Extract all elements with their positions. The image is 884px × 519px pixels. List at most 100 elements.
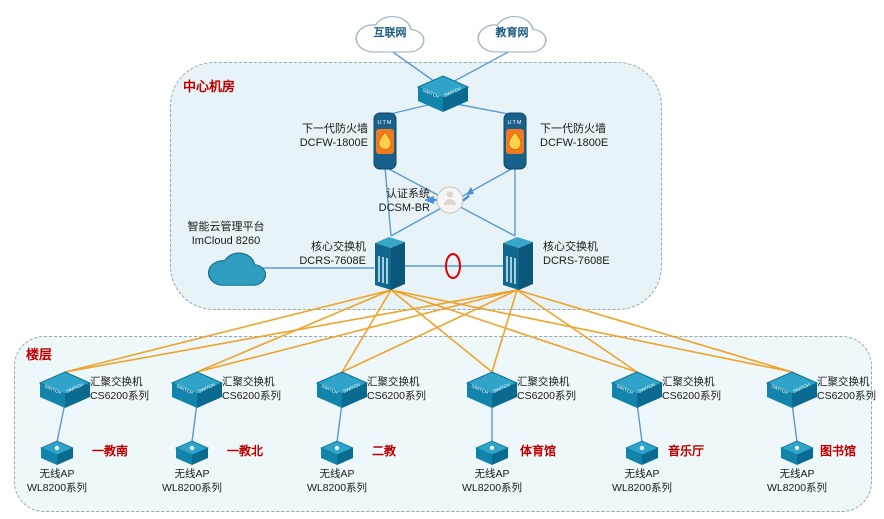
agg-name: 汇聚交换机 bbox=[90, 376, 143, 388]
utm-text: UTM bbox=[508, 120, 523, 126]
agg-switch-label: 汇聚交换机 CS6200系列 bbox=[367, 376, 433, 403]
firewall-left-model: DCFW-1800E bbox=[299, 137, 368, 150]
firewall-left-icon: UTM bbox=[370, 112, 400, 170]
border-switch-icon: SWITCH SWITCH bbox=[416, 74, 470, 114]
floor-title: 楼层 bbox=[26, 347, 53, 362]
ap-icon bbox=[320, 440, 354, 466]
floor-zone bbox=[14, 336, 872, 512]
agg-switch-label: 汇聚交换机 CS6200系列 bbox=[817, 376, 883, 403]
location-label: 图书馆 bbox=[820, 444, 857, 458]
ap-icon bbox=[780, 440, 814, 466]
ap-label: 无线AP WL8200系列 bbox=[297, 468, 377, 495]
ap-name: 无线AP bbox=[174, 468, 210, 480]
core-right-name: 核心交换机 bbox=[543, 241, 598, 253]
ap-icon bbox=[625, 440, 659, 466]
switch-text: SWITCH bbox=[342, 382, 360, 394]
agg-model: CS6200系列 bbox=[90, 389, 149, 402]
core-switch-right-label: 核心交换机 DCRS-7608E bbox=[543, 240, 633, 269]
ap-icon bbox=[40, 440, 74, 466]
agg-name: 汇聚交换机 bbox=[817, 376, 870, 388]
switch-text: SWITCH bbox=[471, 383, 489, 395]
switch-text: SWITCH bbox=[197, 382, 215, 394]
auth-system-model: DCSM-BR bbox=[378, 202, 430, 215]
switch-text: SWITCH bbox=[321, 383, 339, 395]
education-cloud-icon bbox=[474, 11, 550, 55]
firewall-right-icon: UTM bbox=[500, 112, 530, 170]
ap-name: 无线AP bbox=[624, 468, 660, 480]
flame-icon bbox=[378, 131, 392, 150]
firewall-right-label: 下一代防火墙 DCFW-1800E bbox=[540, 122, 630, 151]
cloud-mgmt-label: 智能云管理平台 ImCloud 8260 bbox=[163, 220, 289, 249]
agg-model: CS6200系列 bbox=[222, 389, 281, 402]
ap-name: 无线AP bbox=[39, 468, 75, 480]
auth-system-name: 认证系统 bbox=[386, 188, 430, 200]
ap-model: WL8200系列 bbox=[461, 481, 523, 494]
agg-switch-label: 汇聚交换机 CS6200系列 bbox=[662, 376, 728, 403]
firewall-left-name: 下一代防火墙 bbox=[302, 123, 368, 135]
switch-text: SWITCH bbox=[616, 383, 634, 395]
switch-text: SWITCH bbox=[771, 383, 789, 395]
agg-name: 汇聚交换机 bbox=[517, 376, 570, 388]
firewall-right-name: 下一代防火墙 bbox=[540, 123, 606, 135]
agg-switch-label: 汇聚交换机 CS6200系列 bbox=[90, 376, 156, 403]
ap-label: 无线AP WL8200系列 bbox=[757, 468, 837, 495]
ap-model: WL8200系列 bbox=[766, 481, 828, 494]
agg-model: CS6200系列 bbox=[517, 389, 576, 402]
core-right-model: DCRS-7608E bbox=[543, 255, 610, 268]
switch-text: SWITCH bbox=[176, 383, 194, 395]
flame-icon bbox=[508, 131, 522, 150]
core-switch-left-label: 核心交换机 DCRS-7608E bbox=[278, 240, 366, 269]
ap-model: WL8200系列 bbox=[611, 481, 673, 494]
cloud-mgmt-name: 智能云管理平台 bbox=[187, 221, 265, 233]
internet-cloud-icon bbox=[352, 11, 428, 55]
agg-model: CS6200系列 bbox=[817, 389, 876, 402]
firewall-left-label: 下一代防火墙 DCFW-1800E bbox=[282, 122, 368, 151]
location-label: 二教 bbox=[372, 444, 397, 458]
switch-text: SWITCH bbox=[44, 383, 62, 395]
up-arrow-icon bbox=[466, 187, 474, 195]
core-switch-right-icon bbox=[497, 233, 539, 293]
agg-name: 汇聚交换机 bbox=[367, 376, 420, 388]
ap-name: 无线AP bbox=[474, 468, 510, 480]
ap-icon bbox=[475, 440, 509, 466]
agg-model: CS6200系列 bbox=[367, 389, 426, 402]
agg-switch-icon: SWITCH SWITCH bbox=[610, 370, 664, 410]
ap-model: WL8200系列 bbox=[161, 481, 223, 494]
ap-name: 无线AP bbox=[319, 468, 355, 480]
agg-switch-icon: SWITCH SWITCH bbox=[170, 370, 224, 410]
ap-icon bbox=[175, 440, 209, 466]
switch-text: SWITCH bbox=[637, 382, 655, 394]
agg-switch-label: 汇聚交换机 CS6200系列 bbox=[222, 376, 288, 403]
core-left-model: DCRS-7608E bbox=[299, 255, 366, 268]
location-label: 一教北 bbox=[227, 444, 264, 458]
ap-model: WL8200系列 bbox=[306, 481, 368, 494]
switch-text: SWITCH bbox=[492, 382, 510, 394]
core-switch-left-icon bbox=[369, 233, 411, 293]
location-label: 体育馆 bbox=[520, 444, 557, 458]
agg-switch-icon: SWITCH SWITCH bbox=[315, 370, 369, 410]
agg-switch-icon: SWITCH SWITCH bbox=[765, 370, 819, 410]
agg-name: 汇聚交换机 bbox=[662, 376, 715, 388]
central-room-title: 中心机房 bbox=[183, 79, 236, 94]
agg-name: 汇聚交换机 bbox=[222, 376, 275, 388]
agg-switch-icon: SWITCH SWITCH bbox=[465, 370, 519, 410]
location-label: 一教南 bbox=[92, 444, 129, 458]
switch-text: SWITCH bbox=[443, 86, 461, 98]
agg-model: CS6200系列 bbox=[662, 389, 721, 402]
auth-system-label: 认证系统 DCSM-BR bbox=[348, 187, 430, 216]
firewall-right-model: DCFW-1800E bbox=[540, 137, 609, 150]
switch-text: SWITCH bbox=[792, 382, 810, 394]
ap-label: 无线AP WL8200系列 bbox=[452, 468, 532, 495]
ap-label: 无线AP WL8200系列 bbox=[152, 468, 232, 495]
switch-text: SWITCH bbox=[65, 382, 83, 394]
switch-text: SWITCH bbox=[422, 87, 440, 99]
agg-switch-icon: SWITCH SWITCH bbox=[38, 370, 92, 410]
ap-model: WL8200系列 bbox=[26, 481, 88, 494]
ap-label: 无线AP WL8200系列 bbox=[17, 468, 97, 495]
education-cloud-label: 教育网 bbox=[495, 27, 529, 39]
internet-cloud-label: 互联网 bbox=[373, 27, 407, 39]
location-label: 音乐厅 bbox=[668, 444, 705, 458]
ap-name: 无线AP bbox=[779, 468, 815, 480]
ap-label: 无线AP WL8200系列 bbox=[602, 468, 682, 495]
